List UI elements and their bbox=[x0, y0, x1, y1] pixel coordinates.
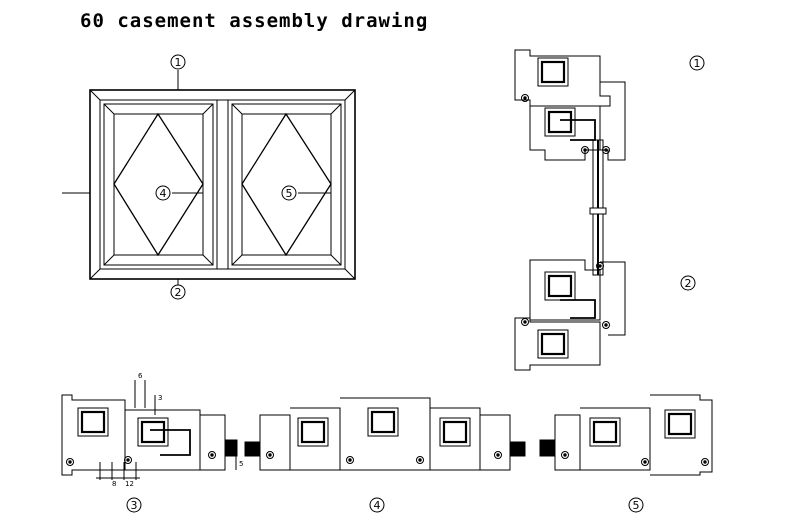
horizontal-section-5 bbox=[539, 394, 713, 476]
section-marker-2: 2 bbox=[680, 275, 696, 291]
dim-8: 8 bbox=[112, 480, 116, 488]
dimension-labels-3: 6 3 8 12 5 bbox=[112, 372, 243, 488]
marker-2-label: 2 bbox=[175, 286, 182, 299]
marker-2-bottom: 2 bbox=[170, 284, 186, 300]
marker-1-label: 1 bbox=[175, 56, 182, 69]
section-marker-4-label: 4 bbox=[374, 499, 381, 512]
drawing-title: 60 casement assembly drawing bbox=[80, 10, 429, 32]
horizontal-section-4 bbox=[244, 397, 526, 471]
section-marker-5: 5 bbox=[628, 497, 644, 513]
marker-5-label: 5 bbox=[286, 187, 293, 200]
marker-5-right-sash: 5 bbox=[281, 185, 297, 201]
dim-12: 12 bbox=[125, 480, 134, 488]
section-marker-5-label: 5 bbox=[633, 499, 640, 512]
marker-4-label: 4 bbox=[160, 187, 167, 200]
section-marker-4: 4 bbox=[369, 497, 385, 513]
section-marker-3: 3 bbox=[126, 497, 142, 513]
horizontal-section-3 bbox=[61, 380, 238, 480]
dim-5: 5 bbox=[239, 460, 243, 468]
dim-6: 6 bbox=[138, 372, 143, 380]
front-elevation bbox=[62, 70, 356, 285]
dim-3: 3 bbox=[158, 394, 162, 402]
marker-1-top: 1 bbox=[170, 54, 186, 70]
section-marker-1: 1 bbox=[689, 55, 705, 71]
section-marker-2-label: 2 bbox=[685, 277, 692, 290]
marker-4-left-sash: 4 bbox=[155, 185, 171, 201]
section-marker-1-label: 1 bbox=[694, 57, 701, 70]
section-marker-3-label: 3 bbox=[131, 499, 138, 512]
vertical-section bbox=[514, 49, 626, 371]
